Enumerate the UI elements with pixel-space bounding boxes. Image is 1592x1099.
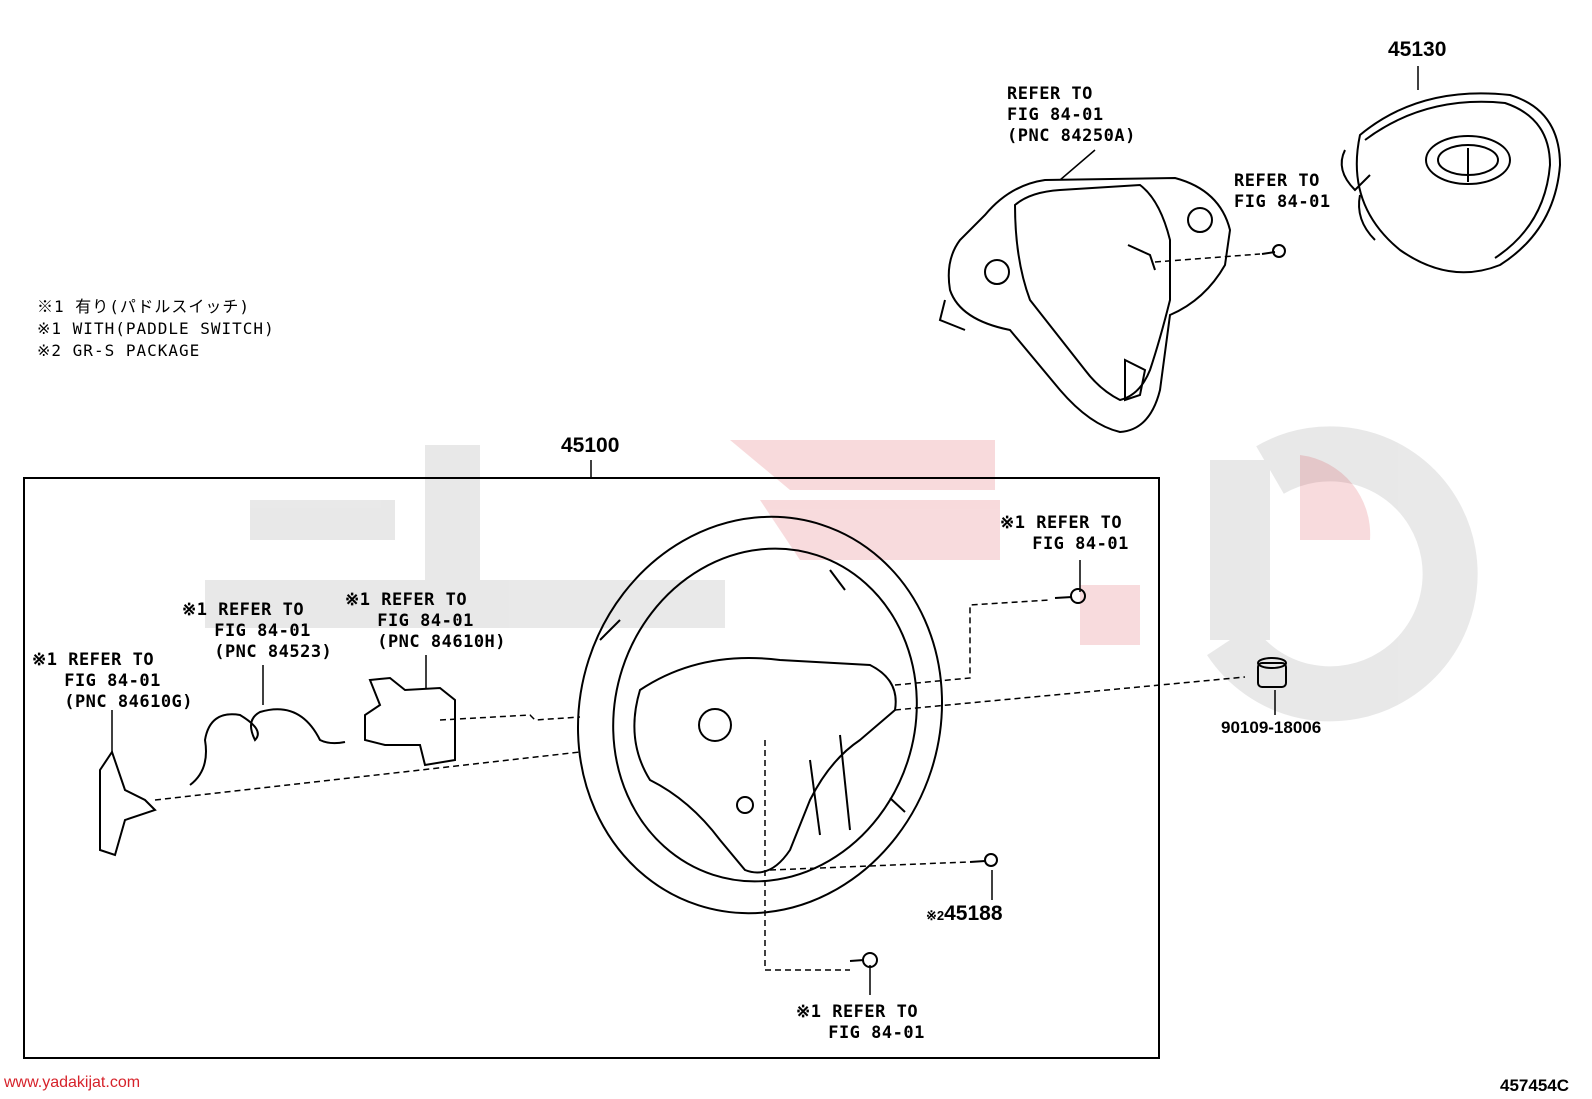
- airbag-screw: [1261, 244, 1286, 258]
- assembly-frame: [23, 477, 1160, 1059]
- note-paddle-jp: ※1 有り(パドルスイッチ): [37, 297, 251, 316]
- callout-wire-ref: ※1 REFER TO FIG 84-01 (PNC 84523): [182, 600, 333, 662]
- watermark-url: www.yadakijat.com: [4, 1074, 141, 1091]
- paddle-switch-drawing: [99, 749, 157, 857]
- leader-lines: [111, 560, 1276, 995]
- callout-top-screw-ref: ※1 REFER TO FIG 84-01: [1000, 513, 1129, 554]
- part-number-nut: 90109-18006: [1221, 718, 1322, 737]
- screw-bottom: [849, 952, 878, 968]
- callout-bracket-ref: ※1 REFER TO FIG 84-01 (PNC 84610H): [345, 590, 507, 652]
- nut-drawing: [1257, 657, 1287, 688]
- wire-harness-drawing: [189, 708, 346, 786]
- airbag-drawing: [1340, 92, 1562, 274]
- steering-pad-drawing: [938, 176, 1232, 434]
- note-gr-s: ※2 GR-S PACKAGE: [37, 341, 201, 360]
- callout-paddle-ref: ※1 REFER TO FIG 84-01 (PNC 84610G): [32, 650, 194, 712]
- screw-top: [1054, 588, 1086, 604]
- gr-s-number: 45188: [944, 902, 1003, 925]
- figure-code: 457454C: [1500, 1076, 1570, 1095]
- screw-gr-s: [969, 853, 998, 867]
- part-number-wheel: 45100: [561, 434, 620, 457]
- steering-wheel-drawing: [576, 515, 944, 915]
- bracket-drawing: [364, 676, 456, 767]
- watermark-logo: [205, 426, 1478, 722]
- note-paddle-en: ※1 WITH(PADDLE SWITCH): [37, 319, 275, 338]
- callout-bottom-screw-ref: ※1 REFER TO FIG 84-01: [796, 1002, 925, 1043]
- part-number-airbag: 45130: [1388, 38, 1447, 61]
- part-number-gr-s: ※245188: [926, 902, 1003, 926]
- gr-s-mark: ※2: [926, 908, 945, 923]
